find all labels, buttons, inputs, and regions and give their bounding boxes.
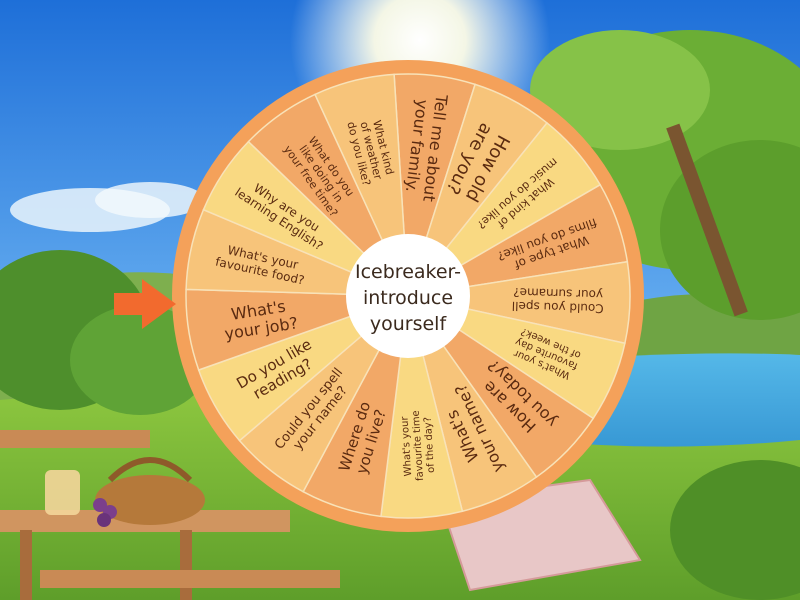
wheel-segment-label-line: of the day? xyxy=(423,417,437,474)
wheel-segment-label: What's yourfavourite timeof the day? xyxy=(399,409,437,482)
wheel-segment-label: Could you spellyour surname? xyxy=(512,285,605,316)
right-arrow-icon xyxy=(114,279,176,329)
wheel-title-line-2: introduce xyxy=(363,287,453,309)
wheel-segment-label-line: Could you spell xyxy=(512,299,604,316)
wheel-segment-label-line: your surname? xyxy=(513,285,603,302)
wheel-segment-label: What kindof weatherdo you like? xyxy=(344,114,397,187)
wheel-hub[interactable] xyxy=(346,234,470,358)
wheel-title-line-3: yourself xyxy=(370,313,448,335)
wheel-segment-label-line: favourite time xyxy=(411,410,426,481)
wheel-segment-label-line: What's your xyxy=(399,415,414,476)
wheel-title-line-1: Icebreaker- xyxy=(355,261,461,283)
